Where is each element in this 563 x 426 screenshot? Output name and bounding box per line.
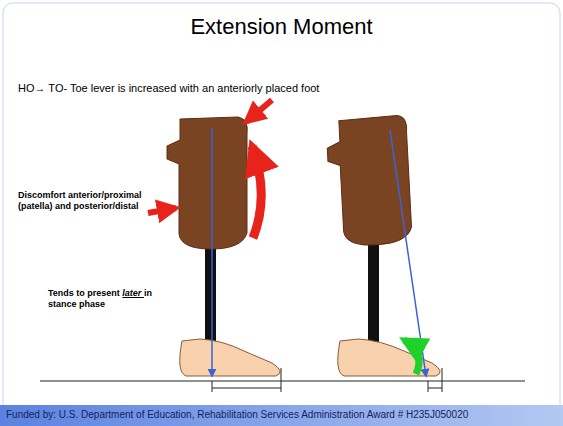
socket (167, 117, 247, 249)
pylon (205, 244, 216, 342)
slide-title: Extension Moment (0, 14, 563, 40)
left-limb (148, 100, 281, 392)
moment-arrow (404, 340, 419, 374)
dimension-tick (428, 381, 429, 392)
force-arrow (246, 100, 272, 122)
pylon (368, 240, 379, 342)
force-line (211, 128, 213, 376)
dimension-line (428, 388, 442, 389)
dimension-line (212, 388, 281, 389)
ground-line (40, 381, 525, 382)
socket (326, 115, 413, 247)
annotation-note: Discomfort anterior/proximal (patella) a… (18, 190, 150, 212)
moment-arrow (252, 146, 261, 238)
heading-note: HO→ TO- Toe lever is increased with an a… (18, 82, 319, 94)
slide-frame (3, 3, 560, 421)
footer-band (0, 405, 563, 426)
right-limb (326, 115, 442, 392)
funding-footer: Funded by: U.S. Department of Education,… (6, 409, 468, 420)
force-arrow (148, 208, 176, 213)
foot (180, 339, 280, 376)
force-line (390, 130, 426, 376)
dimension-tick (212, 381, 213, 392)
annotation-note: Tends to present later in stance phase (48, 288, 152, 310)
